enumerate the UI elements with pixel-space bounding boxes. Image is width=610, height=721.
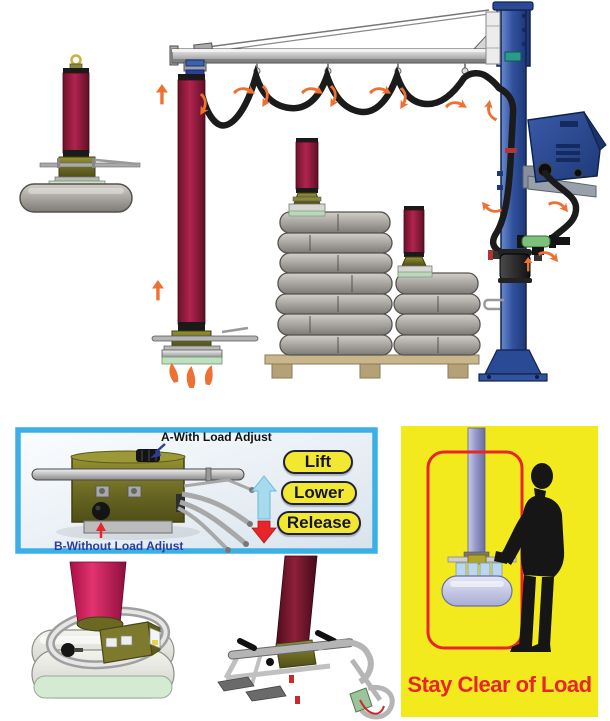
festoon-hose bbox=[193, 64, 503, 129]
operator-arm bbox=[499, 504, 531, 565]
mast-base-plate bbox=[478, 373, 548, 382]
hose-hangers bbox=[253, 63, 469, 75]
green-coupler bbox=[521, 235, 551, 248]
pallet bbox=[264, 354, 480, 379]
bottom-flange bbox=[83, 520, 173, 534]
tube-bottom-band bbox=[178, 322, 205, 331]
mast-column bbox=[478, 1, 548, 382]
lifting-eye bbox=[70, 54, 82, 66]
label-a-arrow bbox=[155, 443, 166, 453]
load-adjust-label-a: A-With Load Adjust bbox=[161, 430, 272, 444]
lift-tube bbox=[177, 79, 206, 325]
drain-valve bbox=[532, 247, 544, 255]
release-wire bbox=[359, 699, 385, 715]
handle-bar bbox=[39, 162, 141, 168]
direction-indicator bbox=[250, 475, 278, 544]
sack-seams bbox=[309, 214, 439, 353]
flow-arrow-icon bbox=[481, 98, 502, 122]
foot-pad bbox=[245, 685, 287, 702]
tube-lifter-standalone bbox=[19, 54, 141, 213]
load-adjust-label-b: B-Without Load Adjust bbox=[54, 539, 184, 553]
suction-arrow-icon bbox=[186, 366, 196, 388]
blower-hose bbox=[541, 169, 580, 244]
tube-lifter-on-right-stack bbox=[397, 206, 433, 278]
suction-arrow-icon bbox=[203, 364, 216, 386]
direction-up-arrow bbox=[250, 475, 278, 520]
warning-panel bbox=[401, 426, 598, 717]
lift-tube-closeup bbox=[69, 561, 127, 625]
operator-silhouette bbox=[494, 463, 565, 652]
air-filter bbox=[488, 249, 532, 283]
pallet-sack-stack bbox=[264, 138, 481, 379]
flow-arrow-icon bbox=[478, 194, 503, 220]
support-cable-2 bbox=[215, 13, 490, 52]
hose-clamp-ring bbox=[505, 148, 517, 153]
support-cable bbox=[199, 9, 490, 49]
side-handle-assembly bbox=[316, 639, 395, 720]
release-button-label: Release bbox=[277, 511, 361, 535]
lift-tube bbox=[467, 427, 486, 555]
pad-knob bbox=[61, 643, 75, 657]
handle-bar bbox=[151, 335, 259, 342]
lift-tube bbox=[62, 72, 90, 154]
inline-fitting bbox=[517, 235, 570, 261]
suction-pad bbox=[441, 575, 513, 607]
suction-arrow-icon bbox=[167, 362, 180, 384]
tube-lifter-hanging bbox=[151, 59, 259, 388]
tube-lifter-on-left-stack bbox=[288, 138, 326, 217]
sack-rows bbox=[275, 211, 481, 356]
load-adjust-knob-b bbox=[92, 502, 110, 520]
lower-button-label: Lower bbox=[281, 481, 357, 505]
suction-pad bbox=[161, 356, 223, 365]
vacuum-blower-unit bbox=[522, 111, 607, 198]
tool-hook bbox=[483, 298, 504, 311]
handle-bar bbox=[31, 468, 245, 481]
foot-pad bbox=[217, 676, 255, 692]
operator-hand bbox=[494, 551, 509, 564]
lifter-in-warning bbox=[441, 427, 517, 607]
grip-handle bbox=[237, 638, 257, 651]
column-hose bbox=[489, 84, 517, 260]
lift-button-label: Lift bbox=[283, 450, 353, 474]
control-label-plate bbox=[504, 51, 522, 62]
mast-top-cap bbox=[492, 1, 534, 11]
stay-clear-caption: Stay Clear of Load bbox=[407, 672, 592, 697]
tube-top-band bbox=[178, 74, 205, 82]
rotation-bearing-housing bbox=[485, 11, 501, 65]
grip-handle bbox=[315, 630, 337, 644]
up-arrow-icon bbox=[156, 84, 168, 105]
direction-down-arrow bbox=[251, 520, 277, 544]
up-arrow-icon bbox=[152, 280, 164, 301]
crane-arm-beam bbox=[169, 45, 503, 66]
supply-hose-system bbox=[193, 63, 580, 283]
remote-control-rods bbox=[177, 478, 253, 552]
round-pad-closeup bbox=[31, 561, 175, 699]
control-head-graphic bbox=[31, 449, 255, 553]
control-head-closeup bbox=[99, 621, 161, 664]
suction-flames bbox=[167, 362, 216, 388]
lift-tube-closeup bbox=[275, 555, 318, 649]
sack-load bbox=[19, 183, 133, 213]
multi-foot-attachment-closeup bbox=[217, 555, 395, 720]
mast-base-gusset bbox=[484, 349, 542, 375]
label-pointers bbox=[96, 443, 166, 538]
